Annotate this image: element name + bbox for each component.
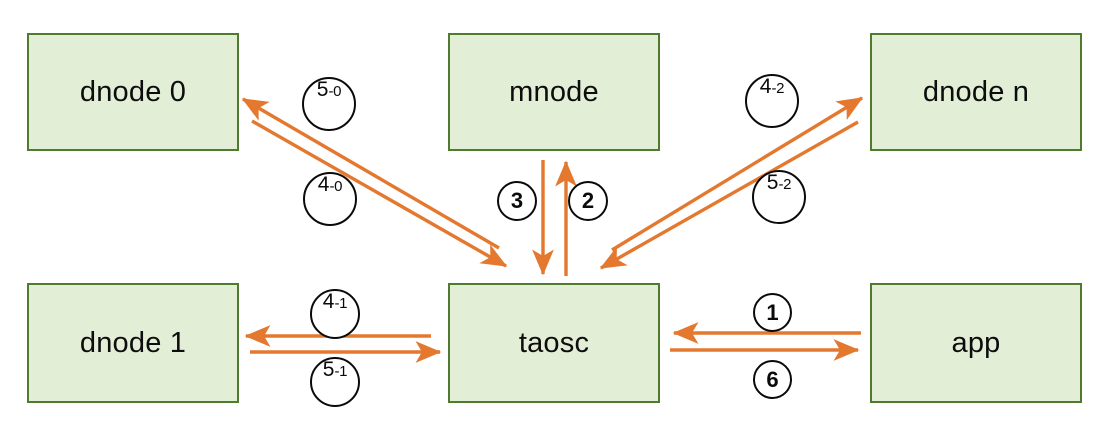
edge-arrow-5-2 [599, 120, 859, 270]
edge-badge-4-0: 4-0 [303, 172, 357, 226]
edge-arrow-5-0 [241, 97, 500, 250]
badge-sub-text: -0 [328, 83, 342, 100]
edge-badge-5-2: 5-2 [752, 170, 806, 224]
badge-main-text: 6 [766, 366, 779, 392]
badge-main-text: 3 [510, 188, 524, 213]
badge-sub-text: -2 [771, 80, 785, 97]
node-label: dnode n [922, 75, 1030, 108]
badge-sub-text: -1 [334, 295, 348, 312]
edge-badge-2: 2 [568, 181, 608, 221]
badge-main-text: 5 [322, 358, 335, 381]
node-label: app [951, 326, 1001, 359]
badge-sub-text: -0 [329, 178, 343, 195]
node-dnode-n[interactable]: dnode n [870, 33, 1082, 151]
edge-badge-1: 1 [753, 293, 792, 332]
edge-arrow-4-0 [251, 119, 508, 268]
node-mnode[interactable]: mnode [448, 33, 660, 151]
node-label: mnode [509, 75, 599, 108]
badge-main-text: 5 [766, 171, 779, 194]
node-dnode-1[interactable]: dnode 1 [27, 283, 239, 403]
badge-main-text: 5 [316, 78, 329, 101]
badge-main-text: 4 [759, 75, 772, 98]
badge-main-text: 2 [581, 188, 595, 213]
edge-badge-5-1: 5-1 [310, 357, 360, 407]
node-app[interactable]: app [870, 283, 1082, 403]
node-label: taosc [518, 326, 590, 359]
edge-arrow-4-2 [611, 96, 864, 252]
badge-sub-text: -1 [334, 363, 348, 380]
edge-badge-5-0: 5-0 [302, 77, 356, 131]
badge-main-text: 1 [766, 299, 779, 325]
edge-badge-3: 3 [497, 181, 537, 221]
node-label: dnode 1 [79, 326, 187, 359]
edge-badge-6: 6 [753, 360, 792, 399]
node-taosc[interactable]: taosc [448, 283, 660, 403]
badge-main-text: 4 [322, 290, 335, 313]
badge-main-text: 4 [317, 173, 330, 196]
node-dnode-0[interactable]: dnode 0 [27, 33, 239, 151]
edge-badge-4-1: 4-1 [310, 289, 360, 339]
edge-badge-4-2: 4-2 [745, 74, 799, 128]
badge-sub-text: -2 [778, 176, 792, 193]
node-label: dnode 0 [79, 75, 187, 108]
